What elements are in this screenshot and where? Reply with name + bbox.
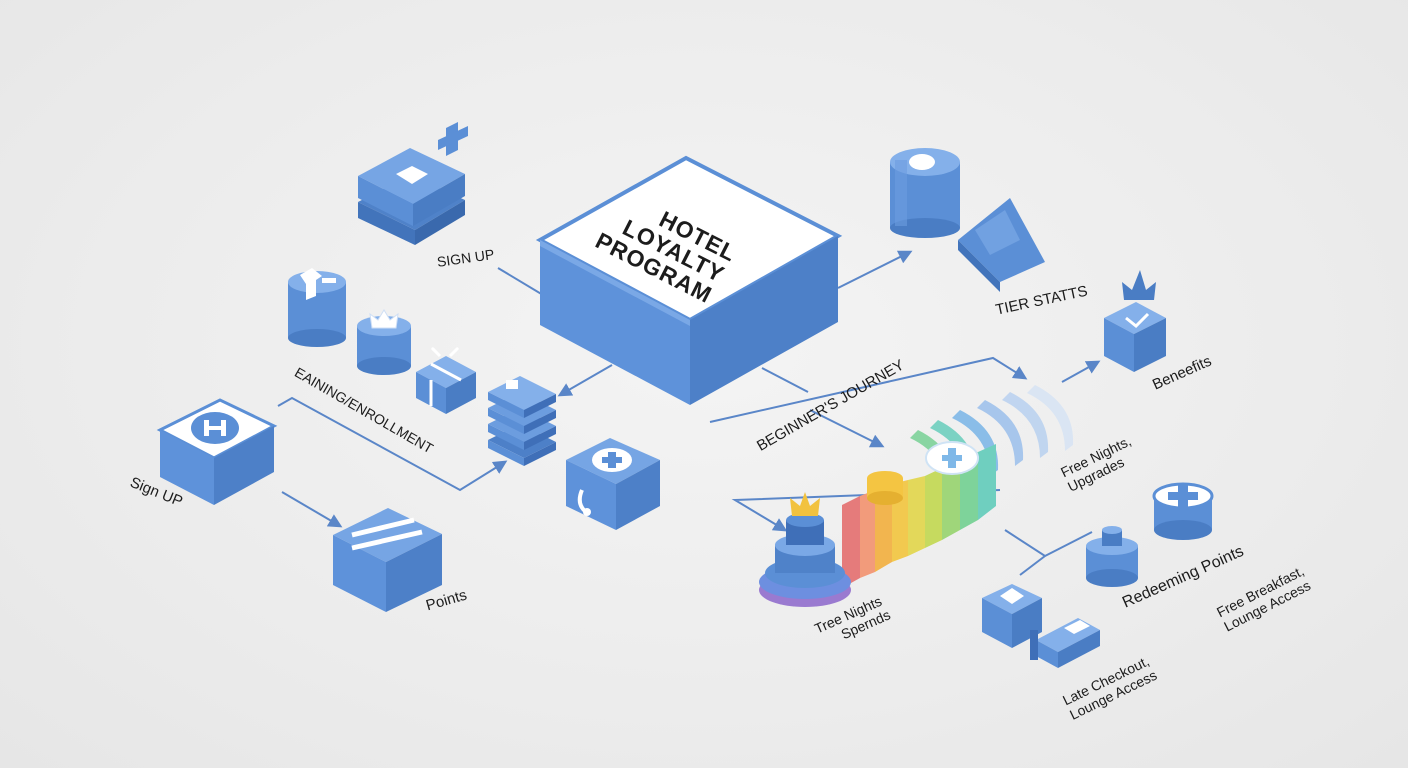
plus-circle-box-icon [566,438,660,530]
redeem-cylinder-icon [1152,482,1214,540]
bed-icon [1030,618,1100,668]
cylinder-arrow-icon [288,268,346,347]
tier-progress-visual [842,385,1074,588]
sign-up-box-icon [358,148,465,245]
connectors [277,250,1101,576]
tier-cake-icon [759,492,851,607]
points-box-icon [333,508,442,612]
hotel-loyalty-program-box [535,155,843,405]
benefits-gift-icon [1104,270,1166,372]
tier-stats-ramp-icon [958,198,1045,292]
document-stack-icon [488,376,556,466]
hotel-h-box-icon [156,398,278,505]
plus-icon [438,122,468,156]
database-cylinder-icon [890,148,960,238]
button-cylinder-icon [1086,526,1138,587]
gift-box-icon [416,347,476,414]
crown-cylinder-icon [357,309,411,375]
